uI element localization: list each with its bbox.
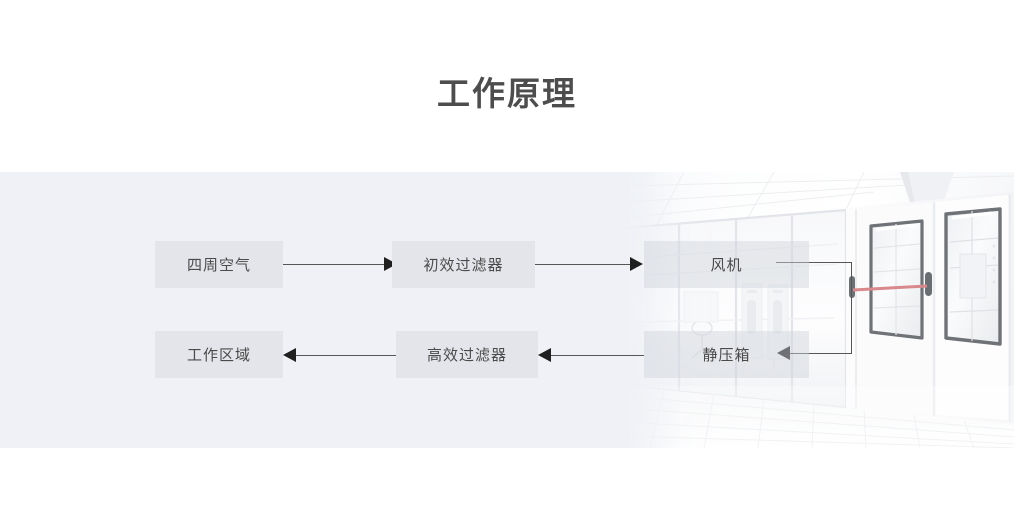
cleanroom-photo <box>624 172 1014 448</box>
page-title: 工作原理 <box>437 74 577 113</box>
node-primary-filter-label: 初效过滤器 <box>423 256 504 274</box>
connector-primary-to-fan <box>535 264 630 265</box>
node-plenum-box-label: 静压箱 <box>702 346 751 364</box>
arrowhead-primary-to-fan <box>630 257 643 271</box>
node-plenum-box[interactable]: 静压箱 <box>644 331 809 378</box>
node-work-area-label: 工作区域 <box>186 346 251 364</box>
node-fan[interactable]: 风机 <box>644 241 809 288</box>
node-work-area[interactable]: 工作区域 <box>155 331 283 378</box>
title-section: 工作原理 <box>0 0 1014 172</box>
connector-fan-to-plenum-bottom <box>790 353 852 354</box>
connector-ambient-to-primary <box>283 264 384 265</box>
node-hepa-filter-label: 高效过滤器 <box>426 346 507 364</box>
node-ambient-air[interactable]: 四周空气 <box>155 241 283 288</box>
diagram-band: 四周空气 初效过滤器 风机 工作区域 高效过滤器 静压箱 <box>0 172 1014 448</box>
connector-hepa-to-work-area <box>296 355 396 356</box>
node-primary-filter[interactable]: 初效过滤器 <box>392 241 535 288</box>
arrowhead-hepa-to-work-area <box>283 348 296 362</box>
connector-fan-to-plenum-vertical <box>851 262 852 353</box>
node-fan-label: 风机 <box>710 256 743 274</box>
node-hepa-filter[interactable]: 高效过滤器 <box>396 331 538 378</box>
connector-plenum-to-hepa <box>551 355 644 356</box>
arrowhead-plenum-to-hepa <box>538 348 551 362</box>
arrowhead-fan-to-plenum <box>777 346 790 360</box>
node-ambient-air-label: 四周空气 <box>186 256 251 274</box>
connector-fan-to-plenum-top <box>776 262 852 263</box>
